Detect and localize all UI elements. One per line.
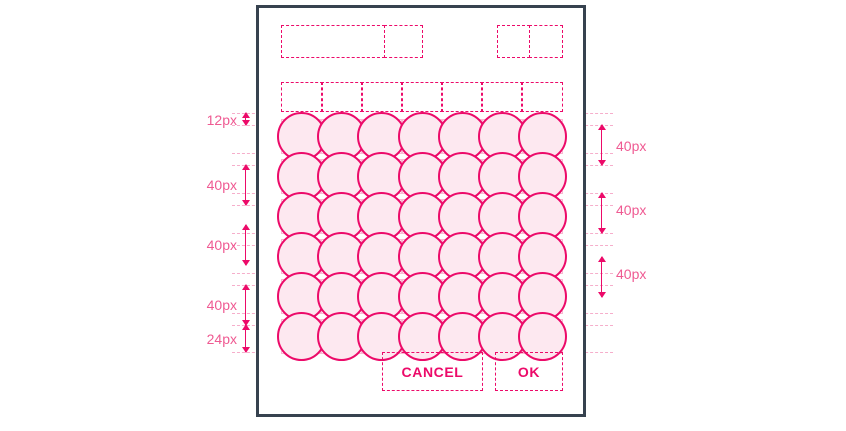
cancel-button[interactable]: CANCEL	[382, 352, 483, 391]
day-grid	[276, 112, 568, 362]
cancel-button-label: CANCEL	[401, 363, 464, 380]
weekday-cell	[481, 82, 523, 112]
weekday-cell	[521, 82, 564, 112]
weekday-header-row	[281, 82, 564, 112]
dimension-arrow-left-40px-3	[242, 284, 250, 326]
dimension-label-left-40px-1: 40px	[206, 177, 237, 193]
ok-button[interactable]: OK	[495, 352, 563, 391]
weekday-cell	[401, 82, 443, 112]
dimension-arrow-right-40px-3	[598, 256, 606, 298]
weekday-cell	[361, 82, 403, 112]
dimension-arrow-right-40px-2	[598, 192, 606, 234]
ok-button-label: OK	[517, 363, 541, 380]
dimension-arrow-left-40px-2	[242, 224, 250, 266]
header-right-block-b	[529, 25, 563, 58]
weekday-cell	[441, 82, 483, 112]
weekday-cell	[281, 82, 323, 112]
dimension-label-left-40px-2: 40px	[206, 237, 237, 253]
dimension-label-right-40px-3: 40px	[616, 266, 647, 282]
dimension-arrow-right-40px-1	[598, 124, 606, 166]
dimension-label-left-12px: 12px	[206, 112, 237, 128]
dimension-arrow-left-24px	[242, 324, 250, 353]
dimension-arrow-left-12px	[242, 112, 250, 126]
header-title-block	[281, 25, 385, 58]
day-circle[interactable]	[316, 312, 366, 362]
day-circle[interactable]	[518, 192, 568, 242]
dimension-label-right-40px-2: 40px	[616, 202, 647, 218]
dimension-arrow-left-40px-1	[242, 164, 250, 206]
dimension-label-left-24px: 24px	[206, 331, 237, 347]
dimension-label-left-40px-3: 40px	[206, 297, 237, 313]
header-right-block-a	[497, 25, 530, 58]
dimension-label-right-40px-1: 40px	[616, 138, 647, 154]
weekday-cell	[321, 82, 363, 112]
header-title-secondary-block	[384, 25, 423, 58]
